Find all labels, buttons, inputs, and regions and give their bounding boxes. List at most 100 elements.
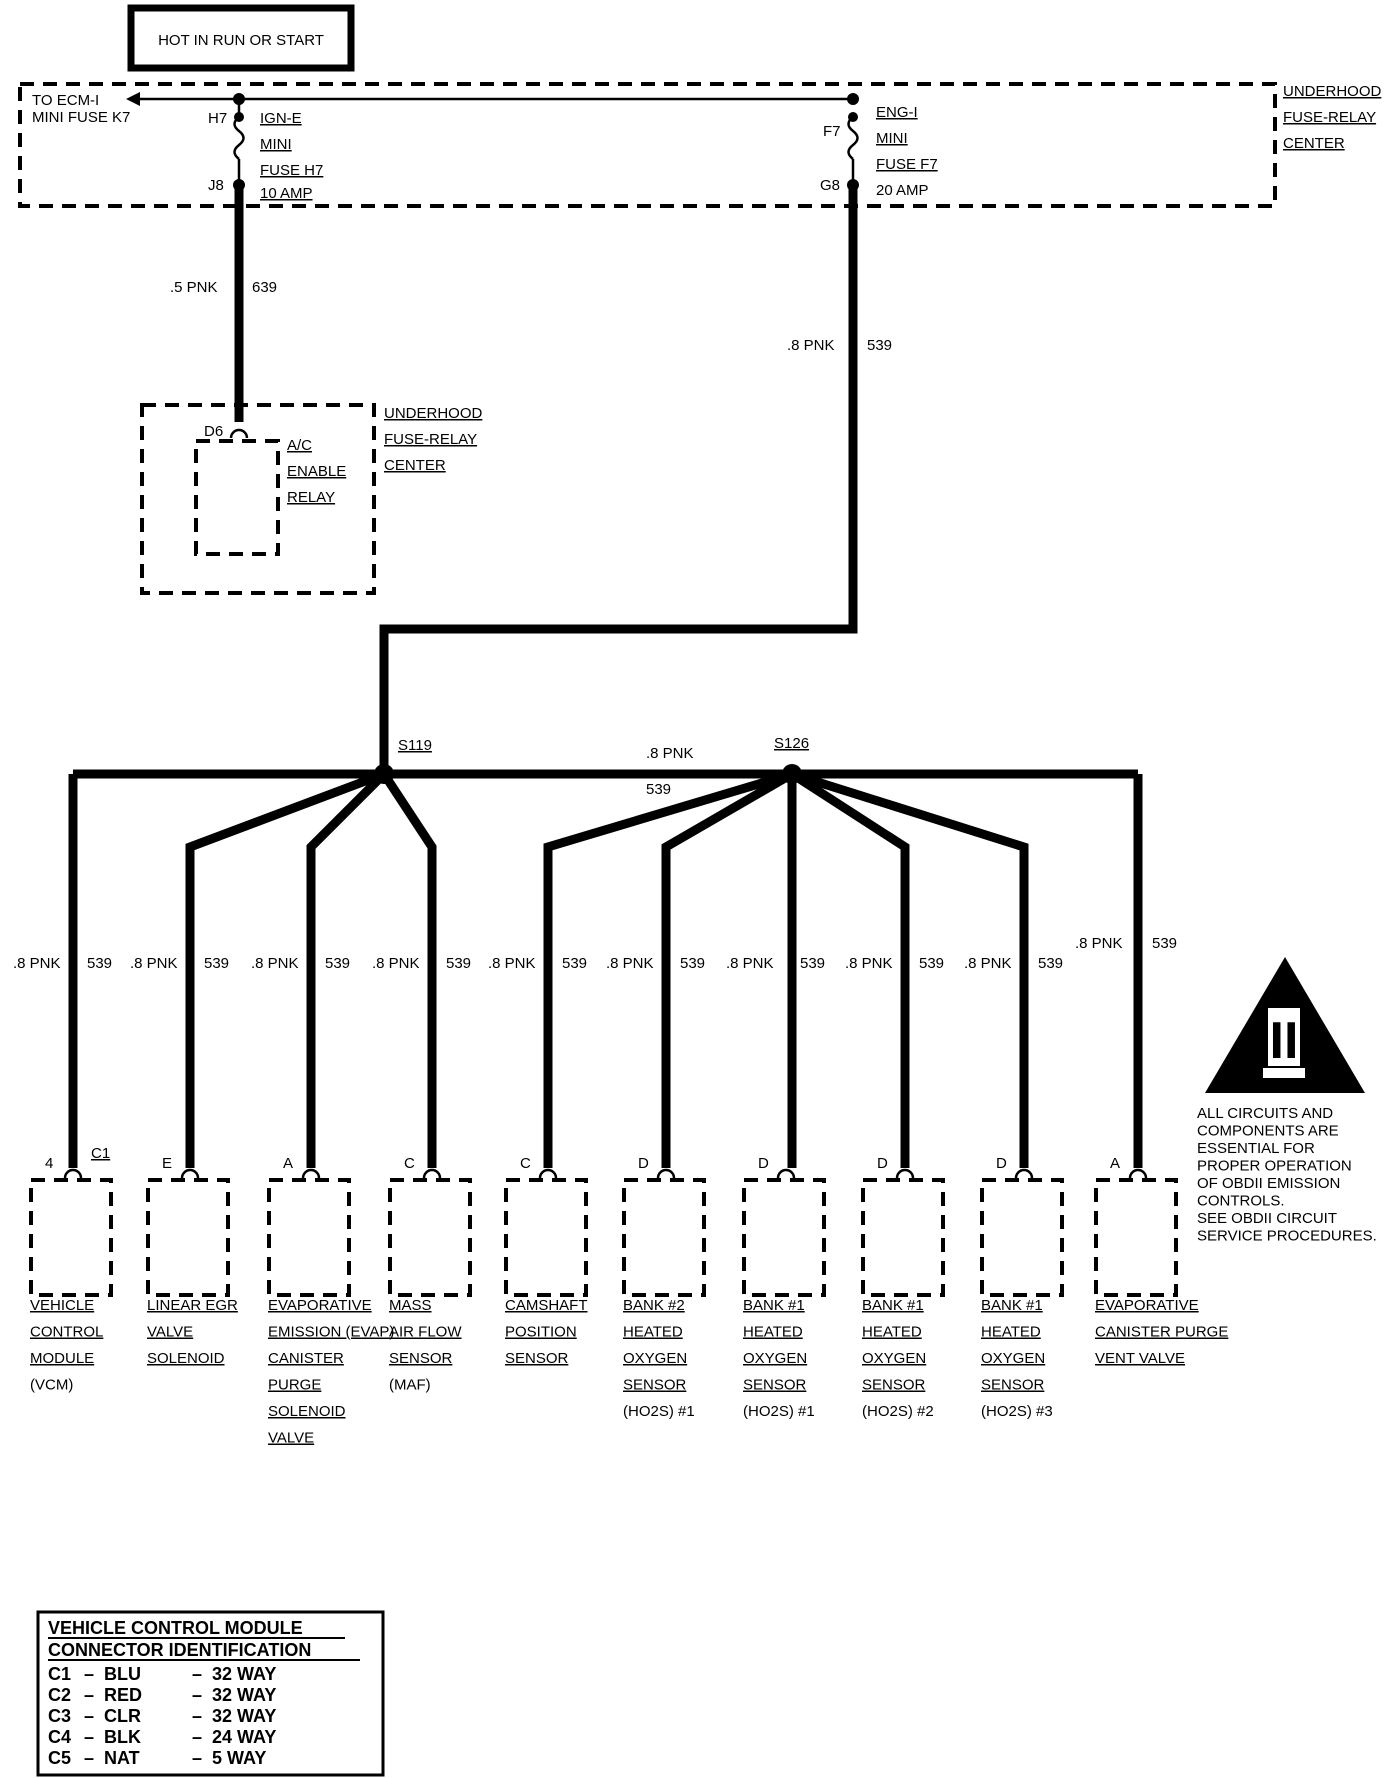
component-pin: 4	[45, 1155, 53, 1172]
legend-conn: C1	[48, 1664, 71, 1684]
hot-label: HOT IN RUN OR START	[158, 32, 324, 49]
relay-center-label-3: CENTER	[384, 457, 446, 474]
fuse-h7-pin-top: H7	[208, 110, 227, 127]
component-pin: A	[283, 1155, 293, 1172]
fuse-f7-pin-bottom: G8	[820, 177, 840, 194]
branch-circuit-label: 539	[919, 955, 944, 972]
branch-wire-3	[306, 770, 388, 1168]
component-label-line: POSITION	[505, 1324, 577, 1341]
component-box	[146, 1178, 230, 1297]
fuse-symbol-icon	[233, 116, 245, 160]
connector-terminal-icon	[776, 1168, 796, 1179]
obd-symbol: II	[1270, 1012, 1299, 1070]
fuse-h7: H7 J8 IGN-E MINI FUSE H7 10 AMP	[208, 93, 323, 202]
ecm-ref-line-1: TO ECM-I	[32, 92, 99, 109]
component-label-line: MASS	[389, 1297, 432, 1314]
legend-conn: C2	[48, 1685, 71, 1705]
relay-label-3: RELAY	[287, 489, 335, 506]
component-pin: D	[758, 1155, 769, 1172]
component-label-line: BANK #1	[862, 1297, 924, 1314]
ac-enable-relay: D6 A/C ENABLE RELAY UNDERHOOD FUSE-RELAY…	[140, 403, 483, 595]
branch-wire-9	[790, 769, 1029, 1168]
legend-conn: C3	[48, 1706, 71, 1726]
connector-terminal-icon	[63, 1168, 83, 1179]
component-label-line: (VCM)	[30, 1377, 73, 1394]
legend-conn: C5	[48, 1748, 71, 1768]
component-box	[622, 1178, 706, 1297]
component-pin: E	[162, 1155, 172, 1172]
connector-terminal-icon	[656, 1168, 676, 1179]
legend-dash: –	[84, 1727, 94, 1747]
branch-circuit-label: 539	[204, 955, 229, 972]
branch-gauge-label: .8 PNK	[251, 955, 299, 972]
obd-note-line: ALL CIRCUITS AND	[1197, 1105, 1333, 1122]
splice-s119-label: S119	[398, 737, 432, 754]
branch-circuit-label: 539	[800, 955, 825, 972]
component-label-line: CANISTER PURGE	[1095, 1324, 1228, 1341]
legend-title-1: VEHICLE CONTROL MODULE	[48, 1618, 303, 1638]
relay-label-2: ENABLE	[287, 463, 346, 480]
legend-color: NAT	[104, 1748, 140, 1768]
connector-terminal-icon	[301, 1168, 321, 1179]
component-connector: C1	[91, 1145, 110, 1162]
component-label-line: (HO2S) #1	[623, 1403, 695, 1420]
component-label-line: CANISTER	[268, 1350, 344, 1367]
branch-wire-6	[661, 770, 795, 1168]
component-label-line: EMISSION (EVAP)	[268, 1324, 394, 1341]
legend-dash: –	[192, 1685, 202, 1705]
component-label-line: BANK #2	[623, 1297, 685, 1314]
component-label-line: VALVE	[147, 1324, 193, 1341]
component-label-line: SENSOR	[623, 1377, 687, 1394]
component-box	[29, 1178, 113, 1297]
fuse-relay-center-top: UNDERHOOD FUSE-RELAY CENTER TO ECM-I MIN…	[18, 82, 1382, 208]
branch-circuit-label: 539	[562, 955, 587, 972]
component-label-line: HEATED	[743, 1324, 803, 1341]
hot-label-box: HOT IN RUN OR START	[127, 4, 355, 72]
legend-dash: –	[84, 1664, 94, 1684]
branch-wire-2	[185, 769, 386, 1168]
component-label-line: VEHICLE	[30, 1297, 94, 1314]
legend-ways: 32 WAY	[212, 1664, 276, 1684]
legend-color: BLK	[104, 1727, 141, 1747]
component-label-line: EVAPORATIVE	[268, 1297, 372, 1314]
wire-539-main-circuit: 539	[867, 337, 892, 354]
component-label-line: CONTROL	[30, 1324, 103, 1341]
fuse-h7-label-2: MINI	[260, 136, 292, 153]
wire-539-main-gauge: .8 PNK	[787, 337, 835, 354]
branch-wire-4	[380, 771, 437, 1168]
fuse-center-label-3: CENTER	[1283, 135, 1345, 152]
vcm-connector-legend: VEHICLE CONTROL MODULE CONNECTOR IDENTIF…	[36, 1610, 385, 1777]
connector-terminal-icon	[1014, 1168, 1034, 1179]
branch-circuit-label: 539	[1038, 955, 1063, 972]
fuse-f7-label-4: 20 AMP	[876, 182, 929, 199]
wire-639-gauge: .5 PNK	[170, 279, 218, 296]
fuse-f7-label-3: FUSE F7	[876, 156, 938, 173]
connector-terminal-icon	[180, 1168, 200, 1179]
component-label-line: HEATED	[623, 1324, 683, 1341]
branch-circuit-label: 539	[325, 955, 350, 972]
obd-note-line: PROPER OPERATION	[1197, 1158, 1352, 1175]
component-label-line: EVAPORATIVE	[1095, 1297, 1199, 1314]
connector-terminal-icon	[1128, 1168, 1148, 1179]
legend-ways: 32 WAY	[212, 1706, 276, 1726]
branch-wire-8	[789, 770, 910, 1168]
obd-symbol-background	[1268, 1008, 1300, 1066]
fuse-f7-label-1: ENG-I	[876, 104, 918, 121]
legend-dash: –	[192, 1727, 202, 1747]
fuse-symbol-icon	[847, 116, 859, 160]
fuse-center-label-1: UNDERHOOD	[1283, 83, 1382, 100]
legend-ways: 24 WAY	[212, 1727, 276, 1747]
component-label-line: OXYGEN	[862, 1350, 926, 1367]
branch-gauge-label: .8 PNK	[130, 955, 178, 972]
component-label-line: BANK #1	[743, 1297, 805, 1314]
obd-note-line: COMPONENTS ARE	[1197, 1123, 1339, 1140]
